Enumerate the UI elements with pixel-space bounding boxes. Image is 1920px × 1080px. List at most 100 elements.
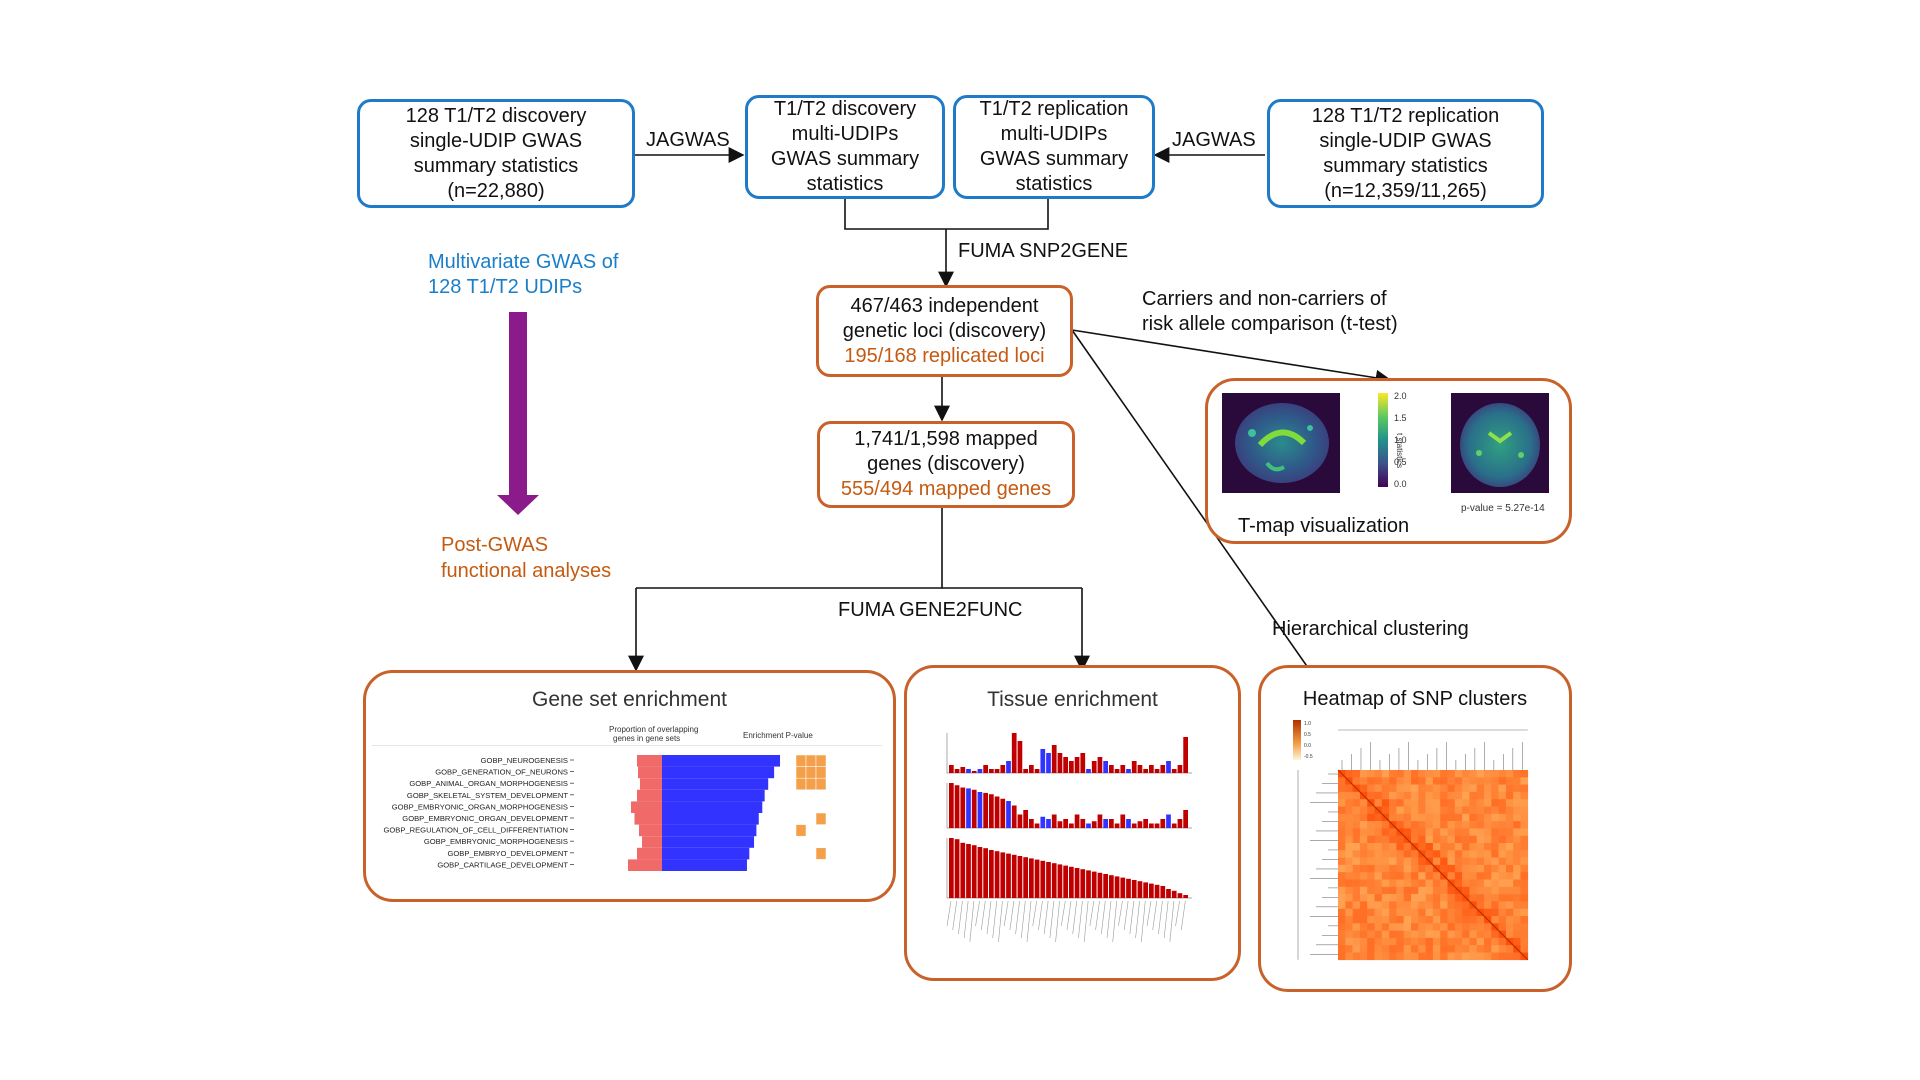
heatmap-cell — [1396, 813, 1404, 822]
tissue-bar — [1137, 765, 1143, 773]
geneset-proportion-bar — [640, 778, 662, 790]
heatmap-cell — [1367, 770, 1375, 778]
heatmap-cell — [1520, 770, 1529, 778]
heatmap-cell — [1389, 828, 1397, 836]
heatmap-cell — [1462, 864, 1470, 873]
heatmap-cell — [1462, 930, 1470, 939]
heatmap-cell — [1381, 850, 1390, 858]
heatmap-cell — [1447, 916, 1456, 924]
geneset-enrichment-bar — [662, 766, 775, 779]
heatmap-cell — [1367, 864, 1375, 873]
heatmap-cell — [1454, 901, 1463, 909]
tissue-bar — [966, 769, 971, 773]
colorbar — [1378, 393, 1388, 487]
tissue-bar — [971, 845, 977, 898]
heatmap-cell — [1418, 784, 1426, 793]
heatmap-cell — [1359, 886, 1368, 895]
heatmap-cell — [1403, 879, 1412, 888]
heatmap-cell — [1411, 821, 1419, 829]
tmap-panel: 2.0 1.5 1.0 0.5 0.0 t statistics p-value… — [1205, 378, 1572, 544]
geneset-enrichment-bar — [662, 859, 747, 871]
heatmap-cell — [1469, 952, 1477, 961]
heatmap-cell — [1403, 923, 1412, 931]
geneset-col2-header: Enrichment P-value — [743, 731, 813, 740]
heatmap-cell — [1403, 770, 1412, 778]
tissue-bar — [1051, 745, 1057, 773]
heatmap-cell — [1374, 821, 1383, 829]
heatmap-cell — [1381, 799, 1390, 807]
colorbar-label: t statistics — [1395, 433, 1404, 469]
tissue-bar — [1143, 882, 1148, 898]
heatmap-cell — [1505, 791, 1514, 800]
heatmap-cell — [1469, 821, 1477, 829]
heatmap-cell — [1352, 937, 1361, 946]
heatmap-cell — [1381, 784, 1390, 793]
tissue-bar — [966, 788, 971, 828]
tissue-bar — [1091, 821, 1097, 828]
heatmap-cell — [1425, 784, 1434, 793]
heatmap-cell — [1352, 879, 1361, 888]
heatmap-cell — [1432, 791, 1441, 800]
tissue-bar — [1114, 823, 1120, 828]
heatmap-cell — [1338, 864, 1346, 873]
heatmap-cell — [1411, 828, 1419, 836]
heatmap-cell — [1484, 886, 1492, 895]
heatmap-cell — [1454, 828, 1463, 836]
heatmap-cell — [1513, 828, 1521, 836]
tissue-tick-label — [946, 900, 952, 927]
tissue-bar — [1046, 862, 1051, 898]
heatmap-cell — [1484, 923, 1492, 931]
heatmap-cell — [1367, 952, 1375, 961]
arrow-tmap — [1071, 329, 1392, 386]
heatmap-cell — [1498, 901, 1507, 909]
heatmap-cell — [1403, 784, 1412, 793]
heatmap-cell — [1403, 864, 1412, 873]
heatmap-cell — [1338, 784, 1346, 793]
heatmap-cell — [1484, 784, 1492, 793]
heatmap-cell — [1469, 894, 1477, 902]
heatmap-cell — [1352, 872, 1361, 880]
heatmap-cell — [1403, 952, 1412, 961]
heatmap-cell — [1374, 784, 1383, 793]
tissue-bar — [1097, 814, 1103, 828]
heatmap-cell — [1513, 791, 1521, 800]
heatmap-cell — [1476, 886, 1485, 895]
tissue-tick-label — [1072, 900, 1078, 935]
heatmap-cell — [1411, 945, 1419, 953]
heatmap-cell — [1359, 784, 1368, 793]
heatmap-cell — [1396, 843, 1404, 851]
tissue-bar — [1069, 761, 1074, 773]
heatmap-cell — [1447, 937, 1456, 946]
tissue-bar — [954, 839, 960, 898]
heatmap-cell — [1381, 908, 1390, 917]
geneset-matrix-cell — [815, 812, 827, 825]
heatmap-cell — [1367, 923, 1375, 931]
heatmap-cell — [1469, 777, 1477, 785]
heatmap-cell — [1462, 937, 1470, 946]
heatmap-cell — [1476, 821, 1485, 829]
heatmap-cell — [1513, 916, 1521, 924]
heatmap-cell — [1374, 952, 1383, 961]
heatmap-cell — [1498, 864, 1507, 873]
heatmap-cell — [1352, 945, 1361, 953]
heatmap-cell — [1374, 916, 1383, 924]
heatmap-cell — [1513, 777, 1521, 785]
heatmap-cell — [1476, 937, 1485, 946]
label-clustering: Hierarchical clustering — [1272, 618, 1469, 640]
heatmap-cell — [1338, 806, 1346, 815]
heatmap-cell — [1505, 843, 1514, 851]
heatmap-cell — [1484, 813, 1492, 822]
heatmap-cell — [1338, 879, 1346, 888]
tissue-bar — [1063, 757, 1068, 773]
tissue-bar — [1154, 823, 1160, 828]
heatmap-cell — [1513, 930, 1521, 939]
heatmap-cell — [1374, 850, 1383, 858]
heatmap-cell — [1374, 886, 1383, 895]
tissue-bar — [1091, 761, 1097, 773]
heatmap-cell — [1505, 923, 1514, 931]
heatmap-cell — [1359, 828, 1368, 836]
heatmap-cell — [1447, 945, 1456, 953]
geneset-proportion-bar — [634, 813, 662, 825]
heatmap-cell — [1462, 850, 1470, 858]
tissue-tick-label — [1118, 900, 1123, 927]
